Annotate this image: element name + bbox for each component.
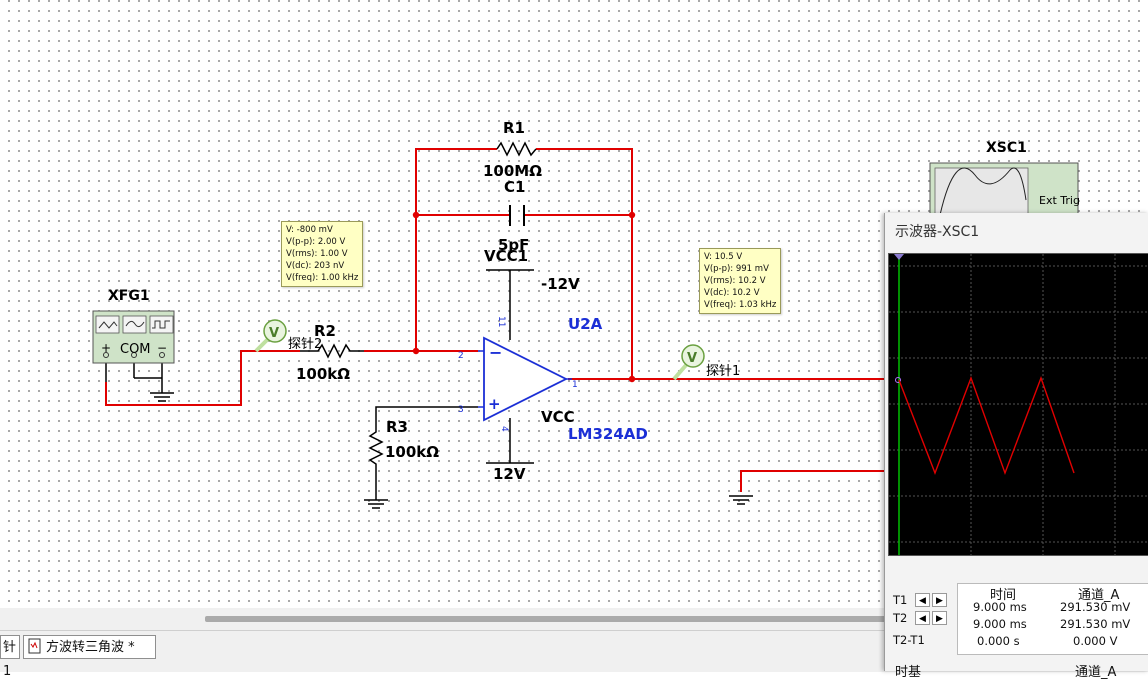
svg-text:V: V <box>269 326 279 341</box>
probe2-line: V(freq): 1.00 kHz <box>286 273 359 283</box>
vcc1-voltage: -12V <box>541 275 580 293</box>
probe2-line: V(p-p): 2.00 V <box>286 237 346 247</box>
scope-screen[interactable] <box>888 253 1148 556</box>
opamp-plus: + <box>488 395 501 413</box>
horizontal-scrollbar[interactable] <box>0 608 1148 630</box>
node-junction <box>628 211 636 219</box>
node-junction <box>628 375 636 383</box>
ground-symbol <box>729 495 753 505</box>
scope-plot <box>889 254 1148 555</box>
resistor-r2 <box>300 343 364 359</box>
ground-symbol <box>364 499 388 509</box>
wire-scope-ground <box>740 470 890 492</box>
t2-right-arrow-button[interactable]: ▶ <box>932 611 947 625</box>
xfg1-name: XFG1 <box>108 288 150 304</box>
sheet-tab-label: 针1 <box>3 640 17 679</box>
schematic-drawing: − + 2 3 1 11 4 + COM − Ext Trig V <box>92 119 1080 509</box>
t2-left-arrow-button[interactable]: ◀ <box>915 611 930 625</box>
c1-name: C1 <box>504 178 525 196</box>
pin-label: 4 <box>499 426 509 432</box>
svg-text:V: V <box>687 351 697 366</box>
probe2-icon: V <box>254 319 287 353</box>
pin-label: 3 <box>458 405 464 415</box>
t1-time: 9.000 ms <box>973 600 1027 614</box>
triangle-wave-icon <box>98 321 118 329</box>
oscilloscope-window[interactable]: 示波器-XSC1 T1 T2 T2-T1 ◀ ▶ ◀ ▶ 时间 通道_A 9.0… <box>884 213 1148 680</box>
r1-name: R1 <box>503 119 525 137</box>
node-junction <box>412 211 420 219</box>
probe1-line: V: 10.5 V <box>704 252 743 262</box>
square-wave-icon <box>152 320 170 329</box>
r3-value: 100kΩ <box>385 443 439 461</box>
schematic-doc-icon <box>27 638 43 654</box>
wire-noninv <box>375 406 478 422</box>
xfg1-minus: − <box>157 341 167 355</box>
opamp-model: LM324AD <box>568 425 648 443</box>
scrollbar-thumb[interactable] <box>205 616 895 622</box>
probe2-line: V(dc): 203 nV <box>286 261 345 271</box>
opamp-ref: U2A <box>568 315 603 333</box>
probe2-label: 探针2 <box>288 337 322 352</box>
sheet-tab-label: 方波转三角波 * <box>46 640 135 655</box>
cursor-label-t1: T1 <box>893 593 908 607</box>
cursor-readout-table: 时间 通道_A 9.000 ms 291.530 mV 9.000 ms 291… <box>957 583 1148 655</box>
c1-value: 5pF <box>498 236 529 254</box>
vcc-voltage: 12V <box>493 465 526 483</box>
cursor-label-t2: T2 <box>893 611 908 625</box>
probe1-icon: V <box>672 344 705 381</box>
delta-time: 0.000 s <box>977 634 1020 648</box>
delta-channel-a: 0.000 V <box>1073 634 1118 648</box>
r2-value: 100kΩ <box>296 365 350 383</box>
cursor-t1-marker <box>894 254 904 260</box>
vcc1-name: VCC1 <box>484 247 528 265</box>
t1-channel-a: 291.530 mV <box>1060 600 1131 614</box>
ground-symbol <box>150 392 174 402</box>
probe1-line: V(p-p): 991 mV <box>704 264 769 274</box>
sine-wave-icon <box>125 320 145 328</box>
capacitor-c1 <box>509 205 525 226</box>
probe1-line: V(dc): 10.2 V <box>704 288 760 298</box>
resistor-r3 <box>368 422 384 473</box>
probe2-line: V: -800 mV <box>286 225 333 235</box>
probe1-line: V(rms): 10.2 V <box>704 276 766 286</box>
cursor-readout-panel: T1 T2 T2-T1 ◀ ▶ ◀ ▶ 时间 通道_A 9.000 ms 291… <box>885 581 1148 680</box>
t2-channel-a: 291.530 mV <box>1060 617 1131 631</box>
t2-time: 9.000 ms <box>973 617 1027 631</box>
pin-label: 1 <box>572 380 578 390</box>
wire-feedback-top-right <box>536 148 633 379</box>
t1-left-arrow-button[interactable]: ◀ <box>915 593 930 607</box>
sheet-tab[interactable]: 针1 <box>0 635 20 679</box>
probe1-line: V(freq): 1.03 kHz <box>704 300 777 310</box>
wire-feedback-top <box>415 148 497 351</box>
node-junction <box>412 347 420 355</box>
resistor-r1 <box>496 141 537 157</box>
vcc-name: VCC <box>541 408 575 426</box>
pin-label: 2 <box>458 351 464 361</box>
cursor-label-t2-t1: T2-T1 <box>893 633 925 647</box>
probe2-readout: V: -800 mV V(p-p): 2.00 V V(rms): 1.00 V… <box>281 221 363 287</box>
trigger-marker <box>895 377 901 383</box>
opamp-minus: − <box>489 343 502 362</box>
channel-a-trace <box>898 375 1075 476</box>
wire-input <box>105 350 300 406</box>
r2-name: R2 <box>314 322 336 340</box>
opamp-u2a: − + 2 3 1 11 4 <box>458 316 578 432</box>
r3-name: R3 <box>386 418 408 436</box>
header-channel-a: 通道_A <box>1078 588 1120 603</box>
pin-label: 11 <box>496 316 506 327</box>
probe1-readout: V: 10.5 V V(p-p): 991 mV V(rms): 10.2 V … <box>699 248 781 314</box>
probe1-label: 探针1 <box>706 364 740 379</box>
probe2-line: V(rms): 1.00 V <box>286 249 348 259</box>
function-generator-xfg1: + COM − <box>92 310 175 364</box>
xfg1-plus: + <box>101 341 111 355</box>
window-title: 示波器-XSC1 <box>895 224 980 240</box>
header-time: 时间 <box>990 588 1017 603</box>
ext-trig-label: Ext Trig <box>1039 194 1080 207</box>
r1-value: 100MΩ <box>483 162 542 180</box>
xfg1-com: COM <box>120 342 151 357</box>
t1-right-arrow-button[interactable]: ▶ <box>932 593 947 607</box>
sheet-tab-active[interactable]: 方波转三角波 * <box>23 635 156 659</box>
xsc1-name: XSC1 <box>986 140 1027 156</box>
